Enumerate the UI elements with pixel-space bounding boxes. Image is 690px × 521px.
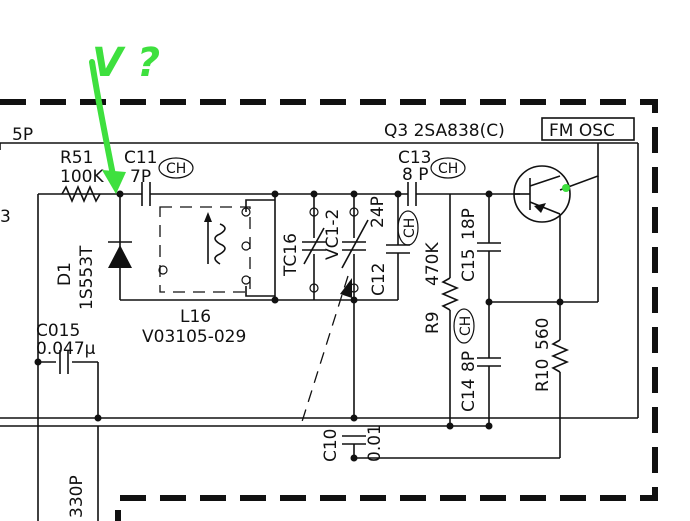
collector-supply-wire bbox=[559, 143, 599, 191]
vc1-arrow bbox=[341, 219, 369, 269]
c12-tag: CH bbox=[402, 218, 418, 238]
tc16-pin-top bbox=[309, 207, 319, 217]
junction-dot bbox=[485, 298, 493, 306]
tc16-pin-bottom bbox=[309, 283, 319, 293]
junction-dot bbox=[94, 414, 102, 422]
handwritten-annotation: V ? bbox=[89, 40, 570, 194]
tc16-ref: TC16 bbox=[281, 233, 301, 277]
q3-emitter-arrow bbox=[534, 203, 546, 213]
l16-coil bbox=[214, 223, 226, 265]
annotation-dot bbox=[562, 184, 570, 192]
c11-tag: CH bbox=[166, 161, 186, 177]
l16-shield bbox=[159, 206, 251, 293]
junction-dot bbox=[394, 190, 402, 198]
module-border bbox=[0, 99, 658, 521]
r51-ref: R51 bbox=[60, 148, 93, 168]
d1-diode bbox=[108, 245, 132, 268]
c14-ref: C14 bbox=[459, 378, 479, 412]
q3-collector-lead bbox=[529, 175, 561, 187]
section-label: FM OSC bbox=[549, 121, 615, 141]
c14-ch-oval bbox=[453, 308, 475, 344]
d1-part: 1S553T bbox=[77, 245, 97, 310]
r51-value: 100K bbox=[60, 167, 104, 187]
c13-ch-oval bbox=[430, 157, 466, 179]
c11-gap bbox=[142, 182, 150, 206]
junction-dot bbox=[310, 190, 318, 198]
l16-pin-2 bbox=[241, 241, 251, 251]
c14-tag: CH bbox=[458, 316, 474, 336]
supply-label: 5P bbox=[12, 125, 33, 145]
left-fragment: 3 bbox=[0, 207, 11, 227]
c14-value: 8P bbox=[459, 351, 479, 372]
tc16-trim bbox=[303, 227, 325, 265]
c11-ch-oval bbox=[158, 157, 194, 179]
r9-resistor bbox=[440, 277, 460, 311]
junction-dot bbox=[485, 422, 493, 430]
junction-dot bbox=[34, 358, 42, 366]
l16-ref: L16 bbox=[180, 307, 211, 327]
vc1-gang-link bbox=[299, 275, 349, 429]
r10-resistor bbox=[550, 339, 570, 373]
q3-emitter-lead bbox=[529, 201, 561, 215]
annotation-marks: V ? bbox=[92, 40, 160, 86]
l16-pin-1 bbox=[241, 207, 251, 217]
l16-core-arrowhead bbox=[204, 212, 212, 222]
junction-dots bbox=[34, 190, 564, 462]
fm-osc-box bbox=[541, 117, 635, 141]
c12-ref: C12 bbox=[369, 262, 389, 296]
c12-ch-oval bbox=[397, 210, 419, 246]
vc1-ref: VC1-2 bbox=[323, 209, 343, 260]
annotation-arrowhead bbox=[102, 170, 126, 194]
junction-dot bbox=[485, 190, 493, 198]
transistor-label: Q3 2SA838(C) bbox=[384, 121, 505, 141]
junction-dot bbox=[116, 190, 124, 198]
c15-ref: C15 bbox=[459, 248, 479, 282]
c15-value: 18P bbox=[459, 208, 479, 240]
c11-value: 7P bbox=[130, 167, 151, 187]
l16-lower-link bbox=[245, 286, 275, 297]
junction-dot bbox=[271, 296, 279, 304]
l16-pin-4 bbox=[158, 265, 168, 275]
r9-value: 470K bbox=[423, 242, 443, 286]
r51-resistor bbox=[61, 184, 101, 204]
c10-value: 0.01 bbox=[365, 424, 385, 462]
r9-ref: R9 bbox=[423, 311, 443, 334]
c10-ref: C10 bbox=[321, 428, 341, 462]
junction-dot bbox=[350, 454, 358, 462]
junction-dot bbox=[350, 296, 358, 304]
c13-ref: C13 bbox=[398, 148, 432, 168]
c015-value: 0.047μ bbox=[36, 339, 96, 359]
vc1-gang-arrowhead bbox=[340, 278, 352, 298]
d1-ref: D1 bbox=[55, 262, 75, 286]
c12-value: 24P bbox=[368, 196, 388, 228]
c13-gap bbox=[408, 182, 416, 206]
junction-dot bbox=[271, 190, 279, 198]
junction-dot bbox=[350, 190, 358, 198]
l16-part: V03105-029 bbox=[142, 327, 246, 347]
annotation-arrow-shaft bbox=[89, 59, 117, 183]
junction-dot bbox=[556, 298, 564, 306]
c015-ref: C015 bbox=[36, 321, 80, 341]
r10-value: 560 bbox=[533, 318, 553, 350]
l16-pin-3 bbox=[241, 275, 251, 285]
l16-upper-link bbox=[245, 199, 275, 212]
c13-tag: CH bbox=[438, 161, 458, 177]
junction-dot bbox=[446, 422, 454, 430]
c11-ref: C11 bbox=[124, 148, 158, 168]
r10-ref: R10 bbox=[533, 359, 553, 392]
junction-dot bbox=[350, 414, 358, 422]
c330-value: 330P bbox=[67, 475, 87, 518]
c13-value: 8 P bbox=[402, 165, 428, 185]
vc1-pin-top bbox=[349, 207, 359, 217]
